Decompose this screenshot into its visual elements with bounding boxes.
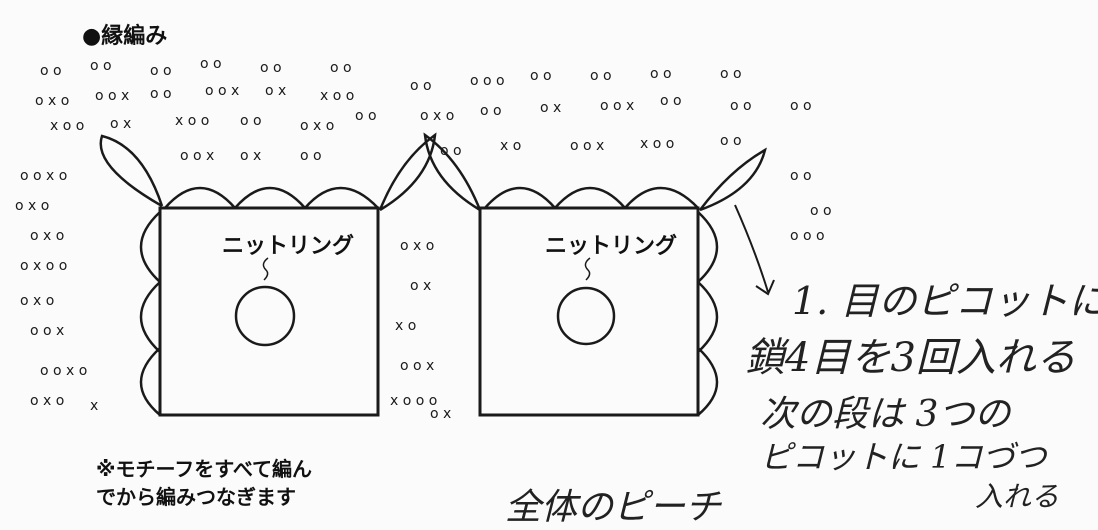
svg-text:o o: o o — [440, 143, 462, 159]
svg-text:o x: o x — [410, 278, 431, 294]
svg-text:o o x: o o x — [600, 98, 634, 114]
svg-text:o o: o o — [790, 98, 812, 114]
svg-text:o o: o o — [660, 93, 682, 109]
svg-text:o o: o o — [810, 203, 832, 219]
svg-text:o o x: o o x — [205, 83, 239, 99]
motif-square-right — [478, 206, 700, 417]
leader-line-right — [584, 257, 591, 281]
svg-text:o o: o o — [240, 113, 262, 129]
svg-text:o o x: o o x — [95, 88, 129, 104]
svg-text:o o x o: o o x o — [40, 363, 87, 379]
svg-text:o x o: o x o — [30, 228, 64, 244]
handwritten-line-2: 鎖4目を3回入れる — [745, 335, 1076, 381]
svg-text:o o: o o — [730, 98, 752, 114]
svg-text:o o: o o — [410, 78, 432, 94]
picot-petals — [99, 132, 767, 212]
scallops-top-right — [484, 186, 699, 209]
svg-text:o x: o x — [110, 116, 131, 132]
scallops-side-left — [139, 211, 161, 416]
svg-text:o o x: o o x — [400, 358, 434, 374]
svg-text:o o: o o — [650, 66, 672, 82]
scallops-side-right — [697, 211, 719, 416]
svg-text:o o: o o — [150, 63, 172, 79]
knit-ring-left — [234, 285, 296, 347]
handwritten-line-3: 次の段は 3つの — [760, 394, 1011, 435]
svg-text:o x o: o x o — [30, 393, 64, 409]
section-title: ●縁編み — [82, 24, 168, 49]
svg-text:o x: o x — [265, 83, 286, 99]
svg-text:o o o: o o o — [790, 228, 825, 244]
svg-text:o o: o o — [150, 86, 172, 102]
svg-text:x o o o: x o o o — [390, 393, 437, 409]
svg-text:o o x: o o x — [570, 138, 604, 154]
svg-text:o x o: o x o — [20, 293, 54, 309]
svg-text:o o: o o — [90, 58, 112, 74]
svg-text:o o: o o — [590, 68, 612, 84]
handwritten-line-5: 全体のピーチ — [505, 487, 722, 528]
svg-text:x: x — [90, 398, 98, 414]
svg-text:o o: o o — [790, 168, 812, 184]
svg-text:o o x o: o o x o — [20, 168, 67, 184]
svg-text:o x o: o x o — [400, 238, 434, 254]
svg-text:o o: o o — [200, 56, 222, 72]
svg-text:o x: o x — [430, 406, 451, 422]
assembly-note-line-1: ※モチーフをすべて編ん — [96, 457, 313, 481]
svg-text:o x o o: o x o o — [20, 258, 67, 274]
handwritten-line-6: 入れる — [975, 480, 1060, 513]
assembly-note: ※モチーフをすべて編ん でから編みつなぎます — [96, 455, 312, 511]
svg-text:o x o: o x o — [420, 108, 454, 124]
scallops-top-left — [164, 186, 379, 209]
knit-ring-label-right: ニットリング — [545, 234, 678, 259]
svg-text:o o: o o — [720, 66, 742, 82]
knit-ring-label-left: ニットリング — [222, 234, 355, 259]
leader-line-left — [262, 257, 269, 281]
svg-text:x o o: x o o — [175, 113, 209, 129]
svg-text:o x: o x — [240, 148, 261, 164]
assembly-note-line-2: でから編みつなぎます — [96, 485, 296, 509]
svg-text:o o: o o — [40, 63, 62, 79]
svg-text:x o o: x o o — [320, 88, 354, 104]
knit-ring-right — [556, 286, 616, 346]
svg-text:x o: x o — [395, 318, 416, 334]
pointer-arrow — [734, 204, 775, 296]
svg-text:o o: o o — [330, 60, 352, 76]
handwritten-line-4: ピコットに 1コづつ — [760, 438, 1047, 476]
handwritten-line-1: 1. 目のピコットに — [792, 279, 1098, 323]
svg-text:o o: o o — [720, 133, 742, 149]
svg-text:x o: x o — [500, 138, 521, 154]
svg-text:x o o: x o o — [50, 118, 84, 134]
motif-square-left — [158, 206, 380, 417]
svg-text:o o: o o — [530, 68, 552, 84]
svg-text:o o x: o o x — [180, 148, 214, 164]
svg-text:o x o: o x o — [35, 93, 69, 109]
svg-text:o o o: o o o — [470, 73, 505, 89]
svg-text:o o x: o o x — [30, 323, 64, 339]
svg-text:o o: o o — [300, 148, 322, 164]
svg-text:o x: o x — [540, 100, 561, 116]
svg-text:o x o: o x o — [15, 198, 49, 214]
svg-text:o o: o o — [480, 103, 502, 119]
svg-text:o o: o o — [260, 60, 282, 76]
svg-text:x o o: x o o — [640, 136, 674, 152]
svg-text:o x o: o x o — [300, 118, 334, 134]
svg-text:o o: o o — [355, 108, 377, 124]
